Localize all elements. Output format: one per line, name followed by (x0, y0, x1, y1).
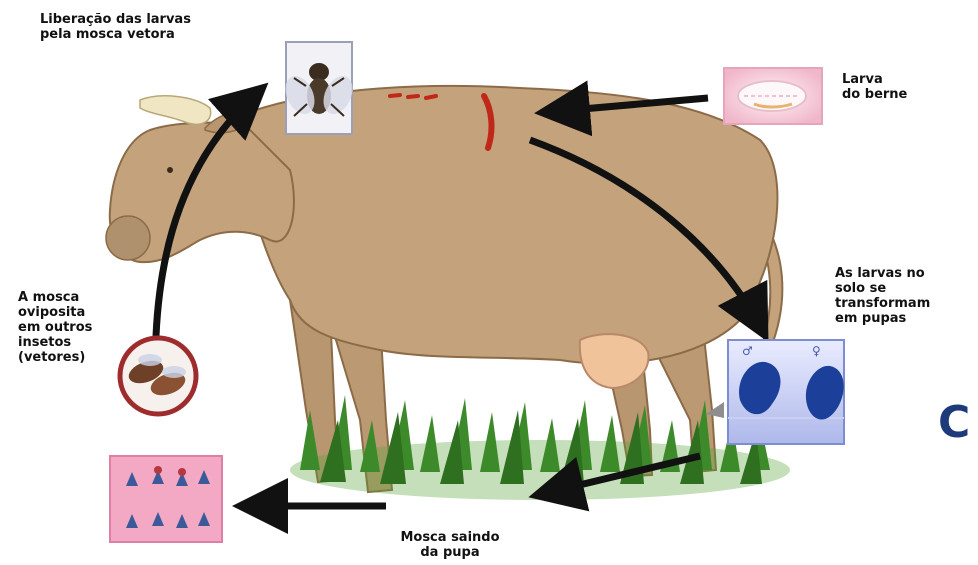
fly-icon (280, 42, 358, 134)
label-line: pela mosca vetora (40, 27, 191, 42)
label-fly-release: Liberação das larvas pela mosca vetora (40, 12, 191, 42)
label-line: em outros (18, 320, 92, 335)
label-line: (vetores) (18, 350, 92, 365)
label-line: da pupa (390, 545, 510, 560)
label-pupae: As larvas no solo se transformam em pupa… (835, 266, 930, 326)
label-line: transformam (835, 296, 930, 311)
larva-icon (724, 68, 822, 124)
cow-muzzle (106, 216, 150, 260)
label-line: insetos (18, 335, 92, 350)
pupa-male-symbol: ♂ (742, 344, 753, 358)
label-oviposit: A mosca oviposita em outros insetos (vet… (18, 290, 92, 365)
label-line: Liberação das larvas (40, 12, 191, 27)
label-line: Larva (842, 72, 907, 87)
label-emerging: Mosca saindo da pupa (390, 530, 510, 560)
label-line: Mosca saindo (390, 530, 510, 545)
cow-horn (140, 96, 211, 124)
cow-eye (167, 167, 173, 173)
label-line: A mosca (18, 290, 92, 305)
label-line: do berne (842, 87, 907, 102)
emerging-flies-icon (110, 456, 222, 542)
label-line: oviposita (18, 305, 92, 320)
cut-off-heading: C (938, 398, 970, 448)
pupa-female-symbol: ♀ (812, 344, 821, 358)
label-line: solo se (835, 281, 930, 296)
label-line: em pupas (835, 311, 930, 326)
label-line: As larvas no (835, 266, 930, 281)
label-larva: Larva do berne (842, 72, 907, 102)
vector-insects-icon (120, 338, 196, 414)
